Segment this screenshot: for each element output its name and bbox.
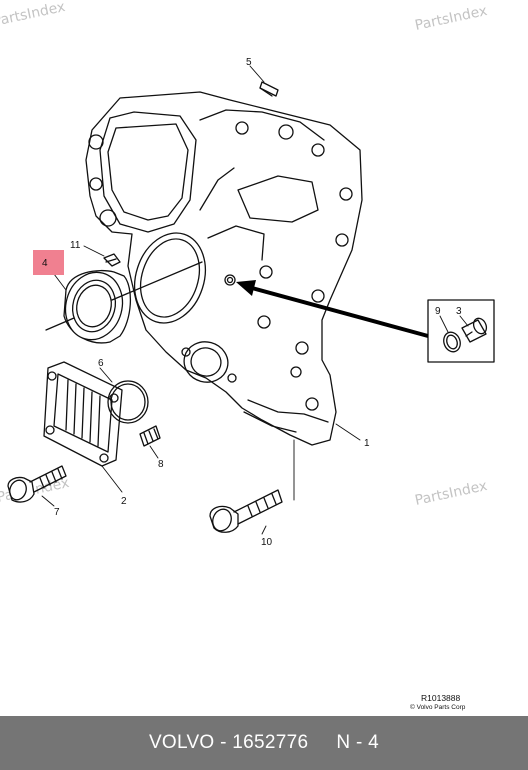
o-ring — [107, 380, 149, 424]
detail-arrow — [236, 280, 429, 338]
exploded-view-drawing: PartsIndex PartsIndex PartsIndex PartsIn… — [0, 0, 495, 711]
footer-bar: VOLVO - 1652776 N - 4 — [0, 716, 528, 770]
washer-9 — [443, 331, 461, 353]
screw-11 — [103, 253, 121, 267]
callout-7: 7 — [54, 507, 60, 518]
callout-4: 4 — [42, 258, 48, 269]
section-code: N - 4 — [336, 732, 380, 753]
watermark-top-left: PartsIndex — [0, 0, 67, 30]
bolt-7 — [7, 465, 67, 503]
leader-lines — [41, 65, 469, 535]
watermark-top-right: PartsIndex — [414, 3, 489, 34]
timing-housing — [85, 91, 363, 446]
shaft-seal — [63, 269, 132, 344]
detail-inset — [427, 299, 495, 363]
callout-6: 6 — [98, 358, 104, 369]
stud-8 — [139, 425, 161, 447]
callout-2: 2 — [121, 496, 127, 507]
seal-centerline-left — [45, 317, 75, 331]
reference-code: R1013888 — [421, 693, 461, 703]
seal-centerline-right — [111, 261, 203, 301]
callout-11: 11 — [70, 240, 81, 251]
callout-5: 5 — [246, 57, 252, 68]
callout-3: 3 — [456, 306, 462, 317]
callout-1: 1 — [364, 438, 370, 449]
callout-9: 9 — [435, 306, 441, 317]
bolt-10 — [209, 489, 283, 533]
cover-plate — [43, 361, 123, 467]
reference-copyright: © Volvo Parts Corp — [410, 703, 466, 711]
part-number: VOLVO - 1652776 — [148, 732, 309, 753]
bolt-5 — [259, 81, 279, 97]
callout-10: 10 — [261, 537, 273, 548]
highlight-box — [33, 250, 64, 275]
plug-3 — [461, 319, 487, 343]
callout-8: 8 — [158, 459, 164, 470]
watermark-bottom-right: PartsIndex — [414, 478, 489, 509]
parts-diagram: PartsIndex PartsIndex PartsIndex PartsIn… — [0, 0, 495, 711]
